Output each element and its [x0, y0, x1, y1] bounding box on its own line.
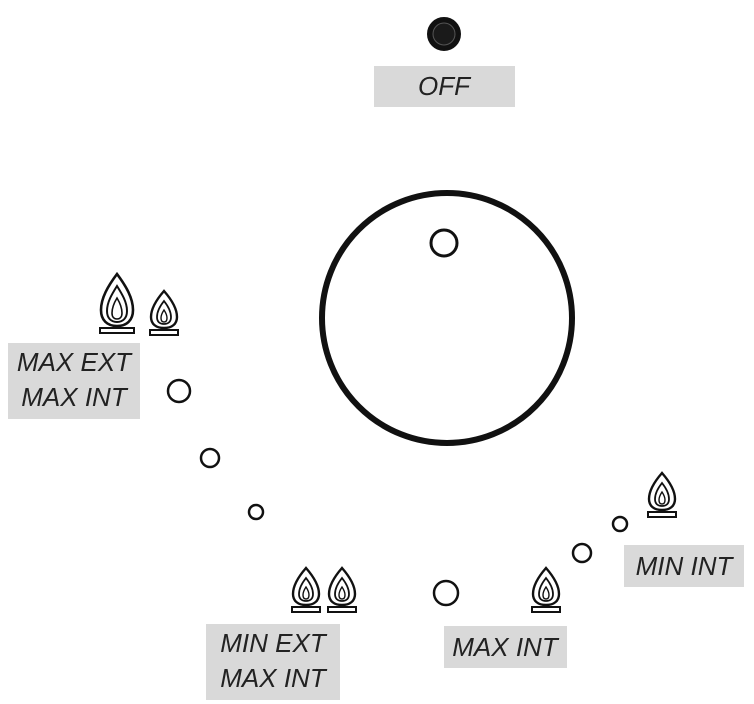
position-dot-5	[571, 542, 593, 564]
position-dot-min-int	[611, 515, 629, 533]
off-dot-highlight	[432, 22, 456, 46]
max-int-label: MAX INT	[452, 632, 560, 662]
flame-icon	[98, 272, 136, 335]
position-dot-2	[199, 447, 221, 469]
flame-icon	[326, 566, 358, 614]
flame-icon	[530, 566, 562, 614]
position-dot-max-ext-max-int	[166, 378, 192, 404]
min-ext-max-int-label-line1: MIN EXT	[220, 628, 328, 658]
flame-icon	[646, 471, 678, 519]
flame-icon	[290, 566, 322, 614]
off-label: OFF	[418, 71, 472, 101]
max-int-label-bg	[444, 626, 567, 668]
off-label-bg	[374, 66, 515, 107]
position-dot-max-int	[432, 579, 460, 607]
max-ext-max-int-label-line2: MAX INT	[21, 382, 129, 412]
min-ext-max-int-label-line2: MAX INT	[220, 663, 328, 693]
min-ext-max-int-label-bg	[206, 624, 340, 700]
control-knob[interactable]	[319, 190, 575, 446]
max-ext-max-int-label-bg	[8, 343, 140, 419]
min-int-label: MIN INT	[636, 551, 735, 581]
flame-icon	[148, 289, 180, 337]
position-dot-3	[247, 503, 265, 521]
max-ext-max-int-label-line1: MAX EXT	[17, 347, 133, 377]
min-int-label-bg	[624, 545, 744, 587]
knob-indicator	[429, 228, 459, 258]
